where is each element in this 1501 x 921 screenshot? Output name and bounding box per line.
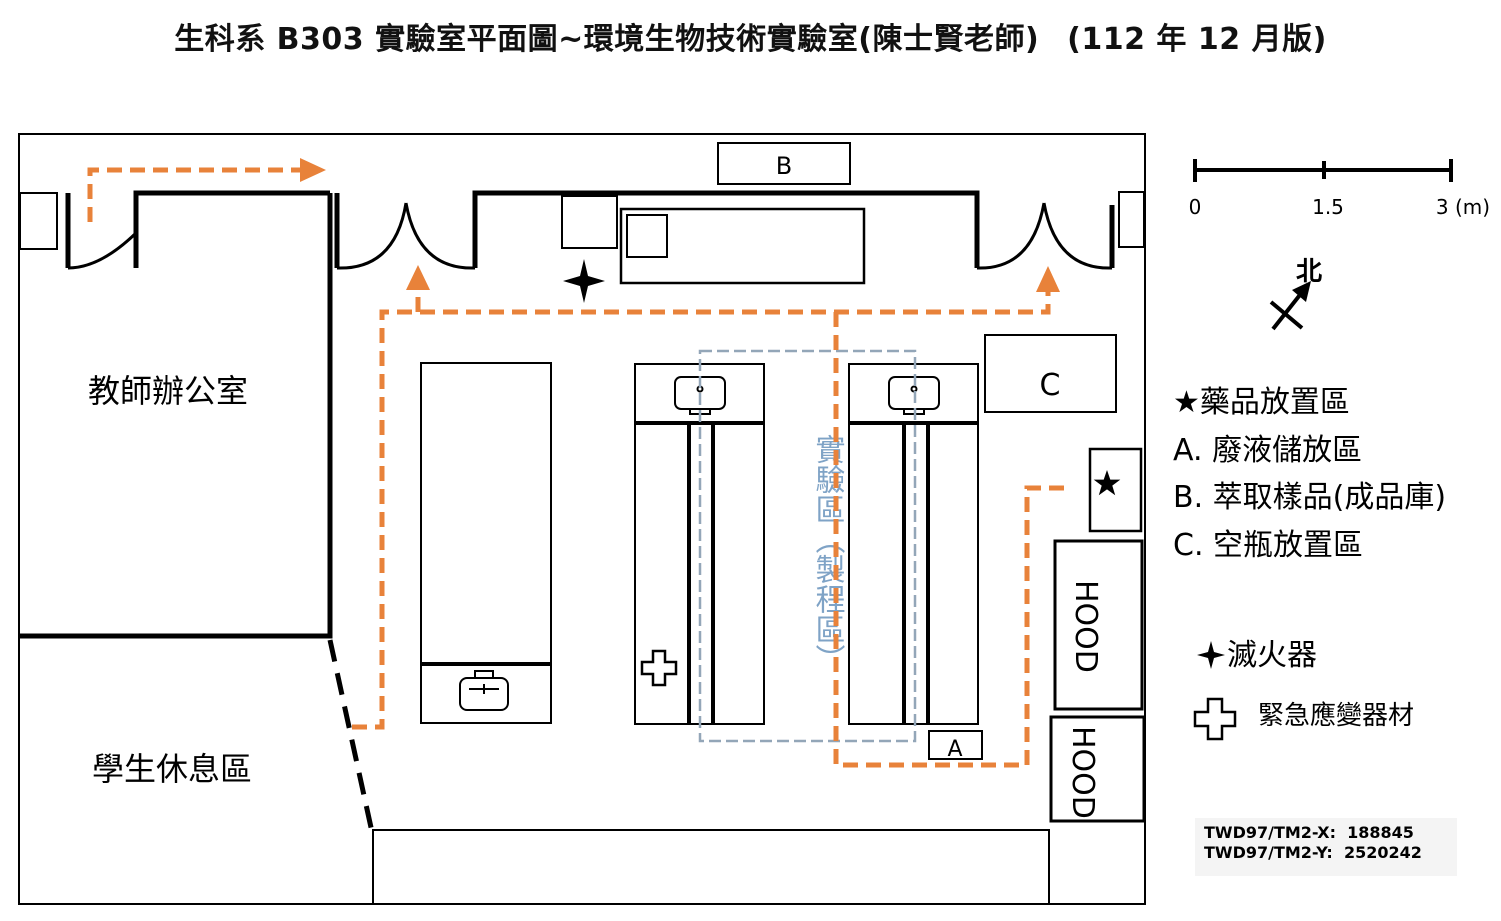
scale-tick-2: 3 (m) bbox=[1436, 195, 1490, 219]
legend-A: A. 廢液儲放區 bbox=[1173, 433, 1362, 468]
edition-date: (112 年 12 月版) bbox=[1067, 22, 1327, 57]
cabinet-B-label: B bbox=[776, 152, 792, 180]
door-right-b bbox=[1042, 202, 1113, 270]
arrow-right-icon bbox=[300, 158, 326, 182]
fire-extinguisher-icon bbox=[563, 259, 605, 303]
coords-stamp bbox=[1195, 818, 1457, 876]
door-left-b bbox=[404, 202, 476, 270]
hood-2-label: HOOD bbox=[1065, 726, 1100, 819]
waste-area-A-label: A bbox=[947, 737, 962, 762]
page-title: 生科系 B303 實驗室平面圖~環境生物技術實驗室(陳士賢老師) (112 年 1… bbox=[0, 14, 1501, 58]
waste-area-A bbox=[928, 730, 983, 760]
door-office bbox=[67, 231, 138, 270]
evacuation-routes bbox=[87, 167, 1072, 768]
door-right-a bbox=[976, 202, 1046, 270]
hood-2 bbox=[1049, 715, 1146, 823]
hood-1-label: HOOD bbox=[1068, 580, 1103, 673]
lab-bench-2 bbox=[634, 363, 765, 725]
hood-1 bbox=[1053, 539, 1144, 711]
lab-bench-1 bbox=[420, 362, 552, 724]
coords-x: TWD97/TM2-X: 188845 bbox=[1204, 823, 1414, 842]
north-bench-sink bbox=[626, 214, 668, 258]
compass-north-label: 北 bbox=[1296, 257, 1322, 287]
wall-post-right bbox=[1118, 191, 1145, 248]
pillar bbox=[561, 195, 618, 249]
office-label: 教師辦公室 bbox=[88, 372, 248, 410]
north-arrow-head bbox=[1292, 281, 1311, 302]
route-office bbox=[87, 167, 300, 222]
legend-extinguisher: 滅火器 bbox=[1227, 638, 1317, 673]
route-main bbox=[352, 292, 1051, 730]
legend-extinguisher-icon bbox=[1197, 641, 1225, 669]
scale-bar bbox=[1193, 159, 1453, 182]
cabinet-C-label: C bbox=[1040, 368, 1061, 403]
chemical-storage bbox=[1088, 447, 1143, 533]
lab-bench-3 bbox=[848, 363, 979, 725]
south-bench bbox=[372, 829, 1050, 905]
scale-tick-0: 0 bbox=[1189, 195, 1202, 219]
cabinet-B bbox=[717, 142, 851, 185]
wall-post-left bbox=[19, 192, 58, 250]
legend-B: B. 萃取樣品(成品庫) bbox=[1173, 480, 1446, 515]
door-left-a bbox=[336, 202, 408, 270]
title-text: 生科系 B303 實驗室平面圖~環境生物技術實驗室(陳士賢老師) bbox=[174, 22, 1040, 57]
cabinet-C bbox=[984, 334, 1117, 413]
emergency-equipment-icon bbox=[640, 649, 678, 687]
lounge-divider bbox=[327, 639, 375, 833]
north-arrow-icon bbox=[1269, 289, 1305, 331]
process-zone-label: 實驗區（製程區） bbox=[810, 434, 846, 674]
route-arrows bbox=[300, 158, 1060, 292]
process-zone bbox=[698, 349, 917, 743]
lounge-label: 學生休息區 bbox=[92, 750, 252, 788]
office-wall bbox=[19, 193, 333, 639]
doors bbox=[67, 202, 1113, 270]
arrow-up-icon bbox=[406, 265, 430, 290]
north-wall bbox=[65, 190, 1115, 268]
route-east bbox=[833, 312, 1072, 768]
first-aid-kit-icon bbox=[459, 670, 509, 711]
legend-emergency: 緊急應變器材 bbox=[1258, 701, 1414, 731]
arrow-up-icon bbox=[1036, 266, 1060, 292]
legend-C: C. 空瓶放置區 bbox=[1173, 528, 1363, 563]
legend-emergency-icon bbox=[1193, 697, 1237, 741]
scale-tick-1: 1.5 bbox=[1312, 195, 1344, 219]
chemical-star-icon bbox=[1093, 470, 1121, 496]
coords-y: TWD97/TM2-Y: 2520242 bbox=[1204, 843, 1422, 862]
legend-chemicals: ★藥品放置區 bbox=[1173, 385, 1350, 420]
